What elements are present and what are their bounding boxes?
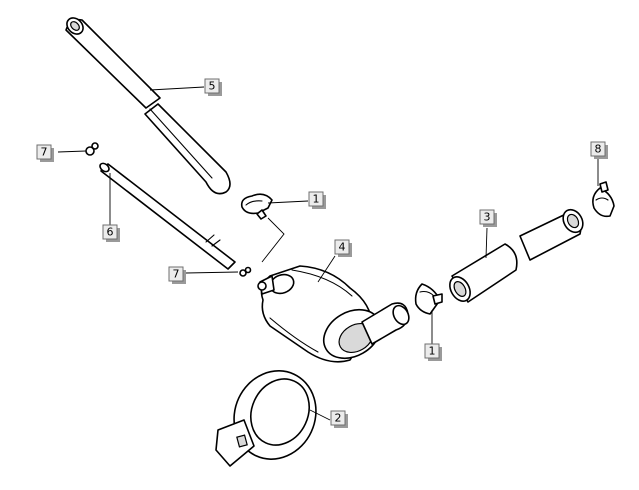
callout-label: 1 [313, 193, 320, 206]
part-1-lower-clamp [414, 283, 443, 315]
part-1-upper-clamp [240, 193, 273, 220]
part-6-rod [99, 162, 236, 270]
callout-label: 4 [339, 241, 346, 254]
callout-label: 6 [107, 226, 114, 239]
leader-lines [57, 86, 599, 421]
callout-label: 8 [595, 143, 602, 156]
part-3-lower-hose [449, 208, 584, 303]
callout-1-upper: 1 [308, 191, 326, 209]
part-4-valve-body [257, 265, 410, 363]
callout-5: 5 [204, 78, 222, 96]
callout-6: 6 [102, 224, 120, 242]
callout-4: 4 [334, 239, 352, 257]
callout-1-lower: 1 [424, 343, 442, 361]
callout-3: 3 [479, 209, 497, 227]
callout-label: 3 [484, 211, 491, 224]
callout-label: 2 [335, 412, 342, 425]
part-7-lower-clip [239, 266, 252, 277]
callout-label: 1 [429, 345, 436, 358]
callout-7-upper: 7 [36, 144, 54, 162]
callout-label: 7 [173, 268, 180, 281]
callout-label: 7 [41, 146, 48, 159]
part-2-bracket [215, 370, 317, 467]
callout-label: 5 [209, 80, 216, 93]
part-7-upper-clip [85, 142, 99, 156]
part-8-clamp [592, 181, 615, 218]
part-5-upper-hose [65, 17, 231, 195]
callout-8: 8 [590, 141, 608, 159]
callout-2: 2 [330, 410, 348, 428]
callout-7-lower: 7 [168, 266, 186, 284]
